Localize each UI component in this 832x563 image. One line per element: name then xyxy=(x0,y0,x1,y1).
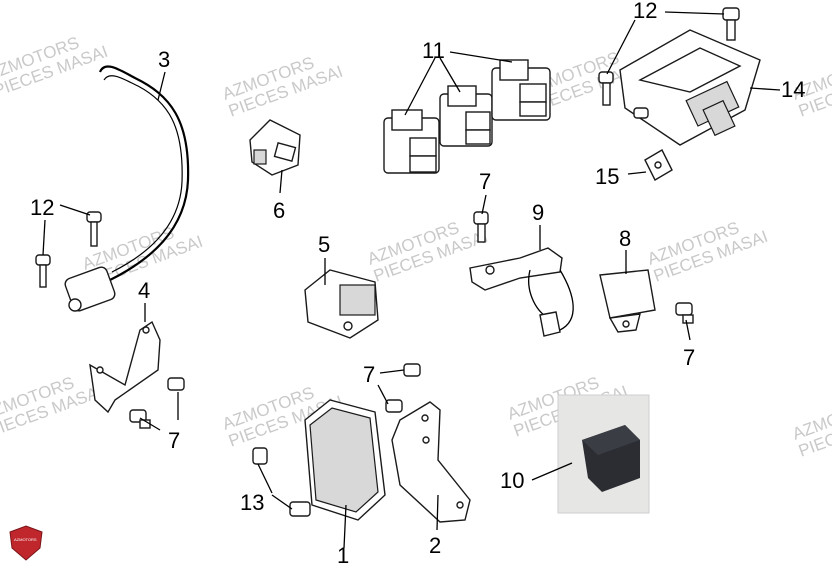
callout-7-center: 7 xyxy=(479,169,491,194)
part-7-bolts-left xyxy=(129,377,185,429)
callout-4: 4 xyxy=(138,278,150,303)
part-7-bolt-center xyxy=(473,211,489,243)
callout-12-top: 12 xyxy=(633,0,657,23)
leader-lines xyxy=(42,11,781,549)
callout-14: 14 xyxy=(781,77,805,102)
callout-10: 10 xyxy=(500,468,524,493)
part-6-relay xyxy=(249,119,301,176)
callout-12-left: 12 xyxy=(30,195,54,220)
callout-7-right: 7 xyxy=(683,345,695,370)
callout-9: 9 xyxy=(532,200,544,225)
part-12-bolts-top xyxy=(598,7,740,106)
part-15-clip xyxy=(644,149,673,181)
brand-logo: AZMOTORS xyxy=(9,525,43,561)
callout-6: 6 xyxy=(273,198,285,223)
part-14-ecu xyxy=(619,29,761,146)
callout-3: 3 xyxy=(158,47,170,72)
part-11-relays xyxy=(383,59,551,174)
callout-15: 15 xyxy=(595,164,619,189)
part-7-bolts-right xyxy=(385,302,694,413)
part-3-wire-sensor xyxy=(64,65,190,312)
callout-numbers: 3 12 4 7 6 5 11 12 14 15 7 9 8 7 7 13 1 … xyxy=(30,0,805,563)
logo-text: AZMOTORS xyxy=(14,537,37,542)
callout-11: 11 xyxy=(422,38,445,63)
callout-2: 2 xyxy=(429,533,441,558)
part-8-relay xyxy=(599,269,656,333)
callout-5: 5 xyxy=(318,232,330,257)
part-12-bolts-left xyxy=(35,211,102,288)
part-5-module xyxy=(304,269,379,339)
callout-13: 13 xyxy=(240,490,264,515)
part-1-regulator xyxy=(304,399,386,521)
part-13-bolts xyxy=(252,447,311,517)
callout-8: 8 xyxy=(619,226,631,251)
callout-7-low: 7 xyxy=(363,362,375,387)
part-2-bracket xyxy=(391,401,471,523)
part-9-bracket xyxy=(469,247,574,337)
part-10-photo xyxy=(557,394,650,514)
callout-7-left: 7 xyxy=(168,428,180,453)
part-4-bracket xyxy=(89,320,161,414)
callout-1: 1 xyxy=(337,543,349,563)
